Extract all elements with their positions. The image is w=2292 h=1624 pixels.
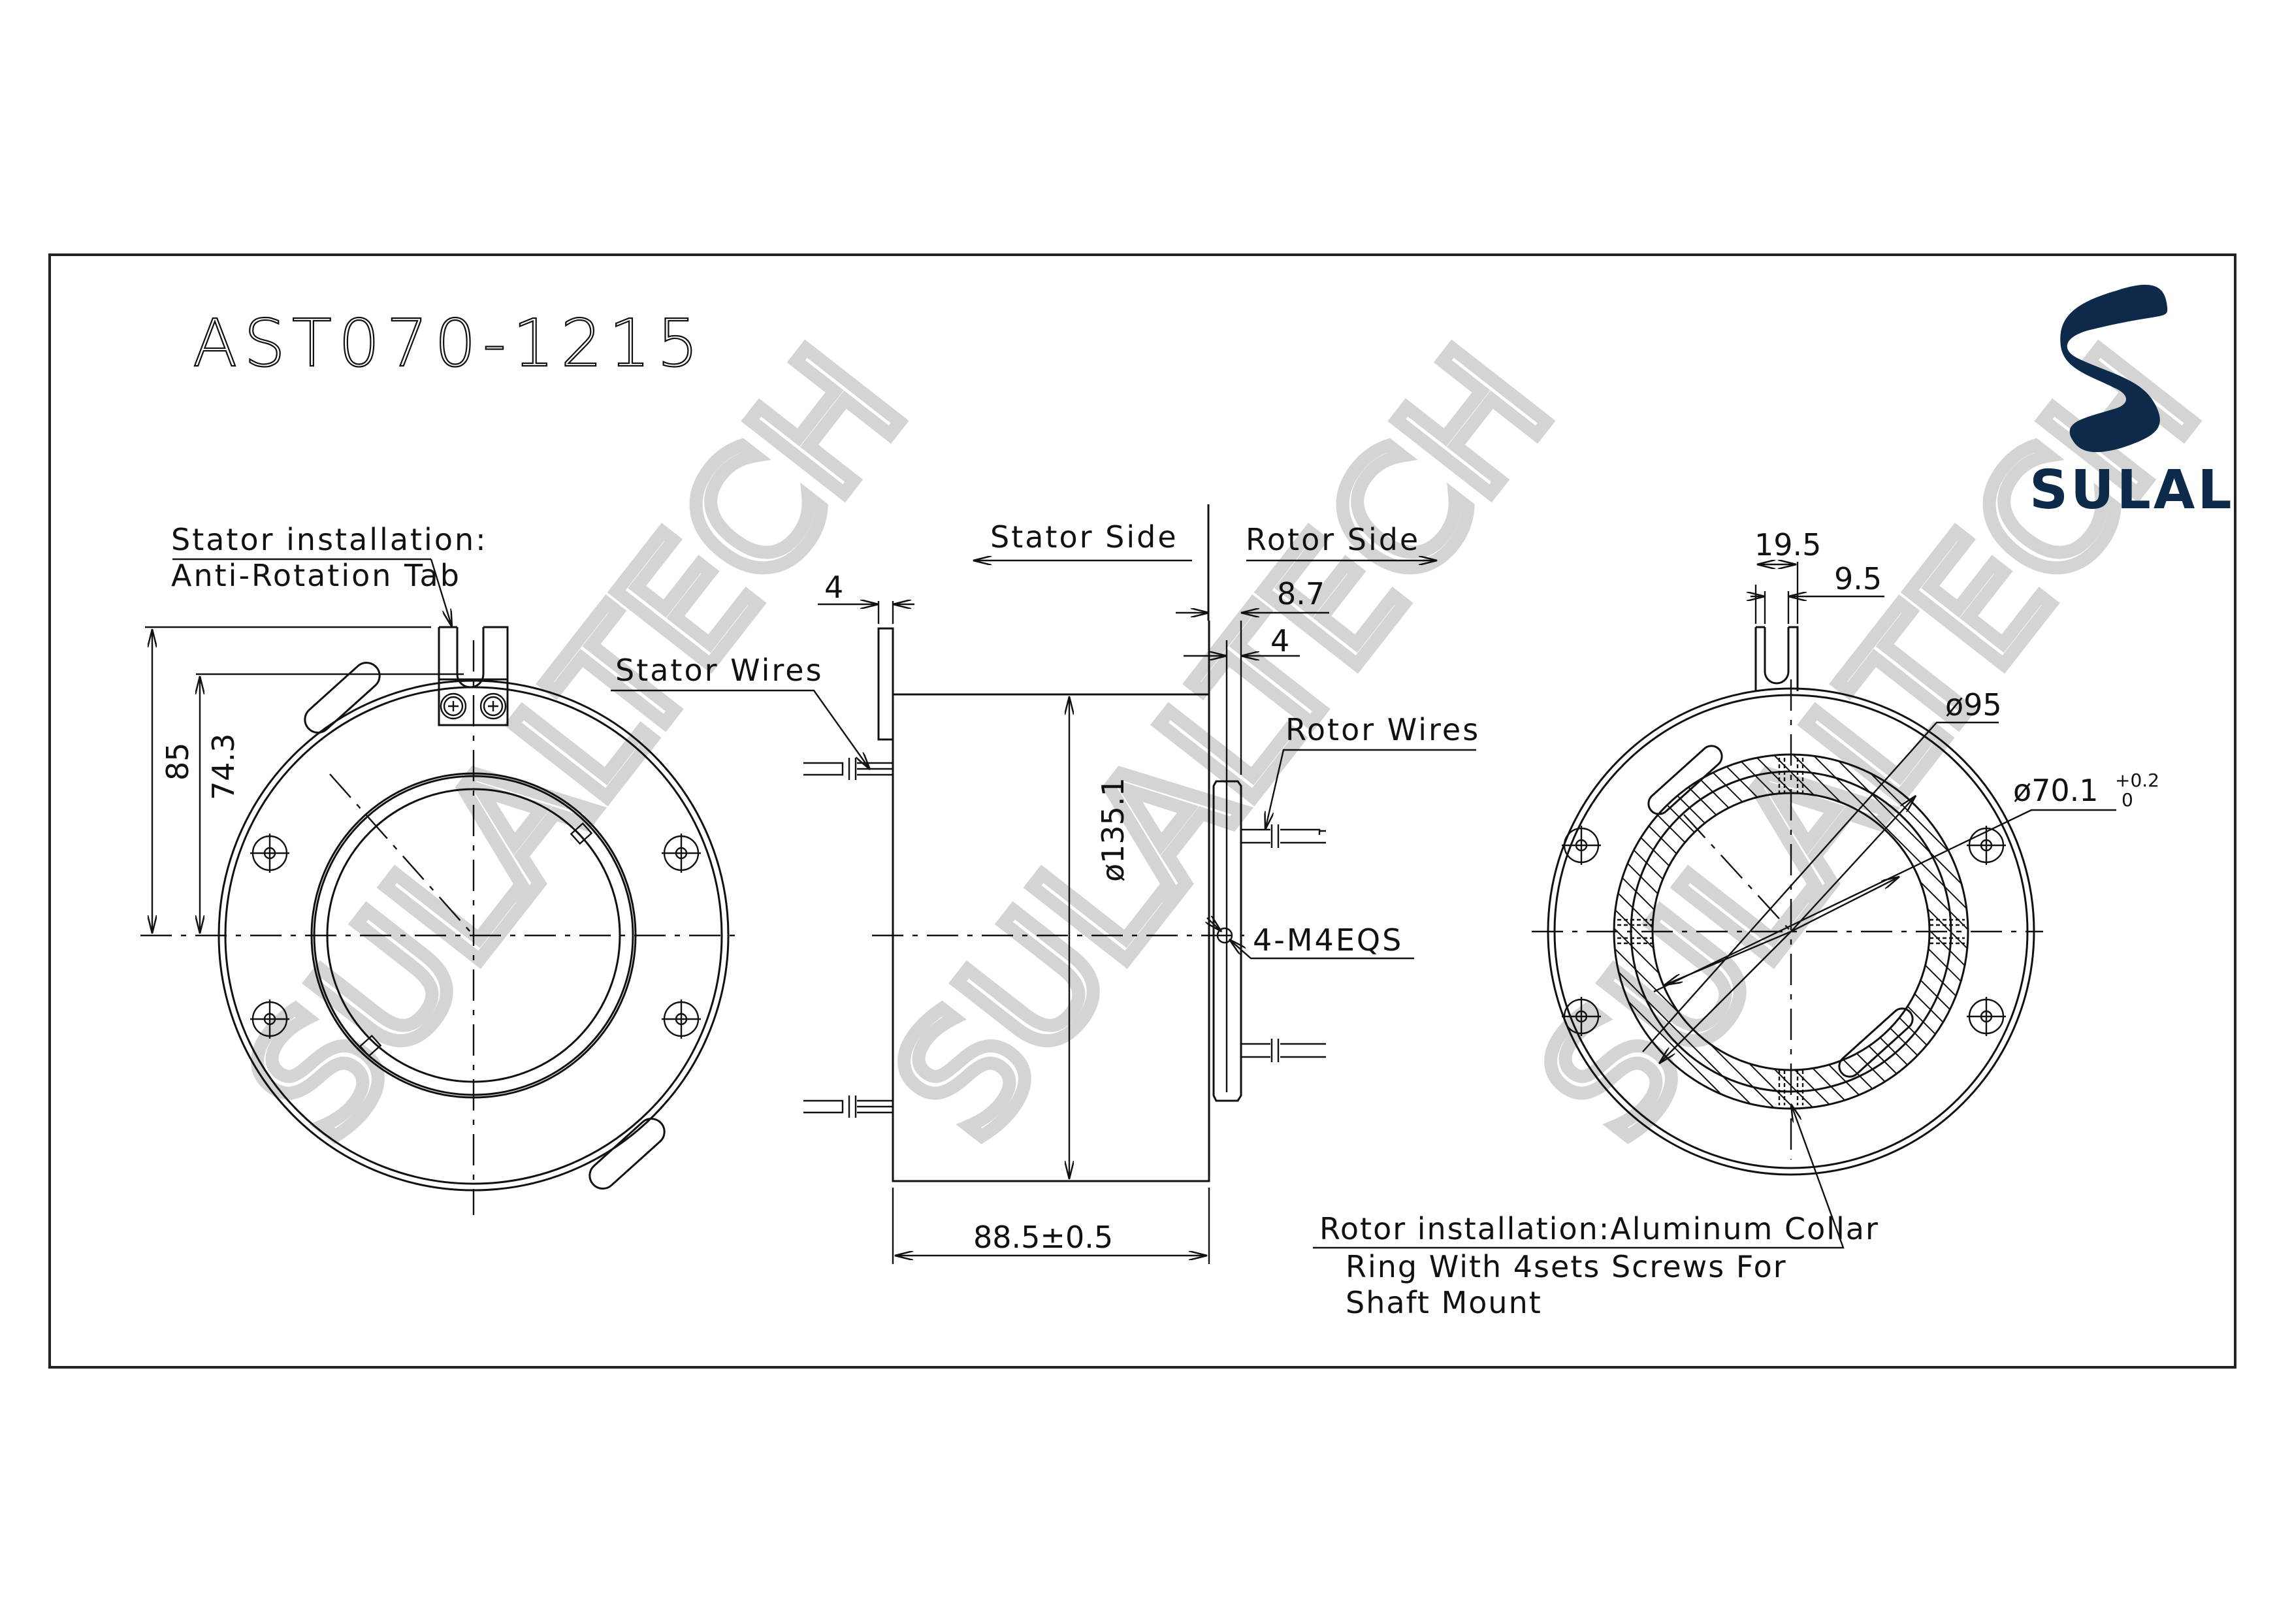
dim-tab-width: 19.5	[1754, 527, 1821, 562]
dim-slot-width: 9.5	[1834, 561, 1882, 596]
stator-callout-title: Stator installation:	[171, 522, 488, 557]
stator-front-view: Stator installation: Anti-Rotation Tab	[140, 522, 735, 1215]
dim-bore-base: ø70.1	[2013, 773, 2099, 808]
dim-rotor-offset: 8.7	[1277, 576, 1325, 611]
dim-diameter-135: ø135.1	[1095, 777, 1131, 882]
drawing-frame	[48, 253, 2236, 1369]
sulal-logo: SULAL	[2029, 284, 2235, 521]
part-number-title: AST070-1215	[193, 305, 705, 382]
dim-stator-flange: 4	[824, 570, 843, 605]
side-view: Stator Side Rotor Side Stator Wires Roto…	[611, 504, 1480, 1264]
rotor-wires-label: Rotor Wires	[1285, 712, 1480, 747]
stator-side-label: Stator Side	[990, 519, 1178, 555]
tab-screw-icon	[440, 692, 507, 720]
dim-bore-tol-lower: 0	[2122, 789, 2133, 811]
rotor-callout-line3: Shaft Mount	[1346, 1285, 1542, 1320]
dim-length: 88.5±0.5	[973, 1220, 1113, 1255]
rotor-wire-icon	[1241, 824, 1326, 1062]
logo-text: SULAL	[2029, 459, 2235, 521]
watermark-left: SULALTECH	[206, 310, 946, 1179]
screw-spec-label: 4-M4EQS	[1253, 922, 1403, 958]
stator-callout-detail: Anti-Rotation Tab	[171, 558, 461, 593]
stator-wire-icon	[803, 758, 893, 1118]
stator-wires-label: Stator Wires	[615, 653, 824, 688]
rotor-callout-line2: Ring With 4sets Screws For	[1346, 1249, 1787, 1284]
svg-text:SULALTECH: SULALTECH	[213, 316, 940, 1173]
dim-74-3: 74.3	[206, 734, 241, 800]
mounting-hole-icon	[250, 834, 701, 1039]
logo-s-mark-icon	[2060, 284, 2168, 453]
dim-rotor-flange: 4	[1270, 623, 1289, 658]
rotor-callout-line1: Rotor installation:Aluminum Collar	[1319, 1211, 1879, 1246]
rotor-side-label: Rotor Side	[1246, 522, 1420, 557]
dim-85: 85	[160, 742, 195, 781]
dim-collar-od: ø95	[1945, 687, 2002, 723]
dim-bore-tol-upper: +0.2	[2115, 770, 2159, 791]
dim-bore: ø70.1	[2013, 773, 2099, 808]
m4-screw-icon	[1216, 927, 1233, 944]
